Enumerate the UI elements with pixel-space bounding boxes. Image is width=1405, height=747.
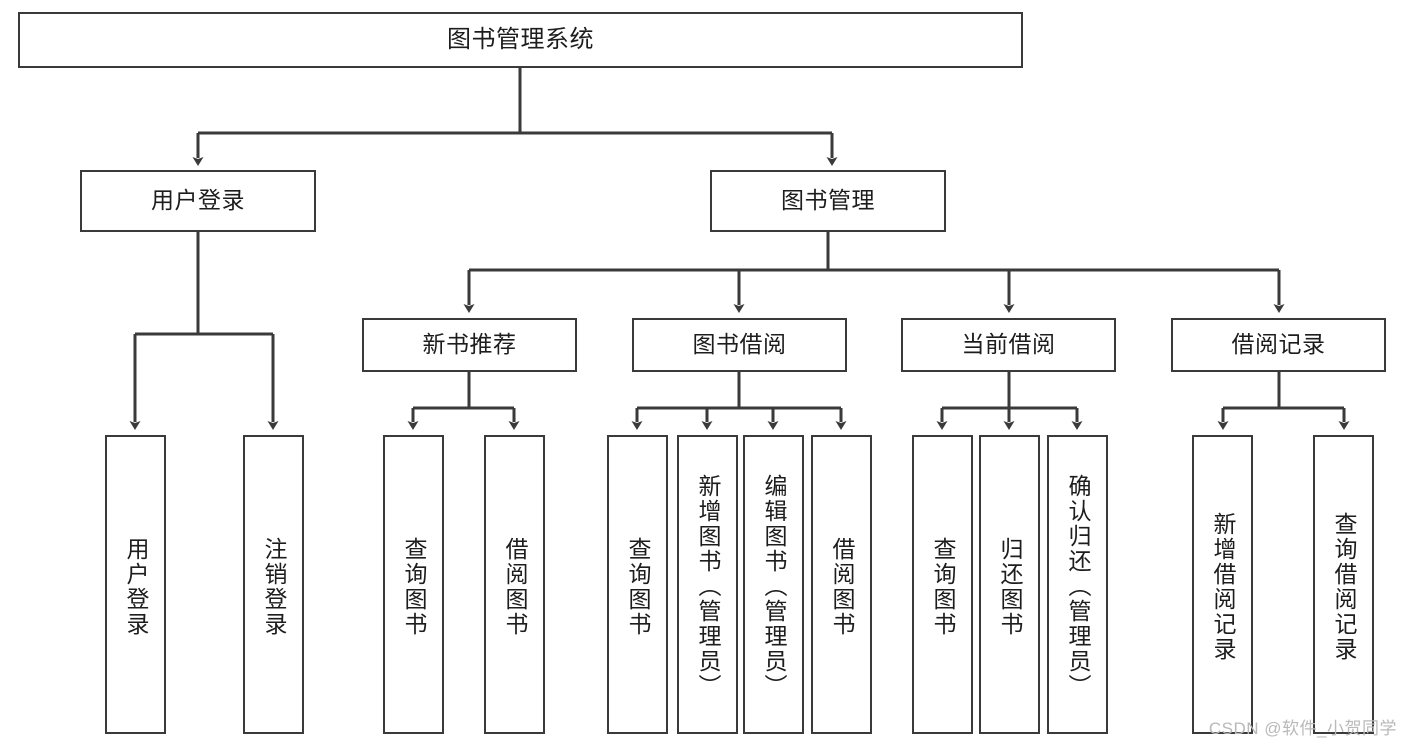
leaf-borrow-add-book-admin[interactable]: 新增图书（管理员） (677, 435, 738, 734)
node-label: 图书管理系统 (447, 25, 594, 53)
node-current-borrow[interactable]: 当前借阅 (901, 318, 1116, 372)
leaf-current-confirm-return-admin[interactable]: 确认归还（管理员） (1047, 435, 1108, 734)
node-label: 查询图书 (625, 536, 651, 637)
watermark-text: CSDN @软件_小贺同学 (1208, 719, 1397, 738)
node-label: 注销登录 (261, 536, 287, 637)
node-label: 借阅图书 (829, 536, 855, 637)
node-label: 图书借阅 (692, 331, 787, 358)
node-user-login[interactable]: 用户登录 (80, 170, 316, 232)
node-label: 用户登录 (123, 536, 149, 637)
node-label: 查询借阅记录 (1331, 511, 1357, 662)
leaf-borrow-query-book[interactable]: 查询图书 (607, 435, 668, 734)
leaf-user-login-login[interactable]: 用户登录 (105, 435, 166, 734)
leaf-current-return-book[interactable]: 归还图书 (979, 435, 1040, 734)
node-new-book-recommend[interactable]: 新书推荐 (362, 318, 577, 372)
leaf-recommend-query-book[interactable]: 查询图书 (383, 435, 444, 734)
leaf-record-add-record[interactable]: 新增借阅记录 (1192, 435, 1253, 734)
leaf-current-query-book[interactable]: 查询图书 (912, 435, 973, 734)
node-label: 借阅记录 (1231, 331, 1326, 358)
leaf-borrow-borrow-book[interactable]: 借阅图书 (811, 435, 872, 734)
node-label: 确认归还（管理员） (1065, 474, 1091, 699)
node-label: 归还图书 (997, 536, 1023, 637)
node-label: 新增图书（管理员） (695, 474, 721, 699)
leaf-borrow-edit-book-admin[interactable]: 编辑图书（管理员） (743, 435, 804, 734)
node-label: 用户登录 (151, 187, 245, 214)
node-label: 编辑图书（管理员） (761, 474, 787, 699)
node-book-borrow[interactable]: 图书借阅 (632, 318, 847, 372)
node-label: 新增借阅记录 (1210, 511, 1236, 662)
node-root-system[interactable]: 图书管理系统 (18, 12, 1023, 68)
node-label: 当前借阅 (961, 331, 1056, 358)
node-label: 查询图书 (401, 536, 427, 637)
node-label: 图书管理 (781, 187, 875, 214)
node-label: 借阅图书 (502, 536, 528, 637)
leaf-recommend-borrow-book[interactable]: 借阅图书 (484, 435, 545, 734)
leaf-user-login-logout[interactable]: 注销登录 (243, 435, 304, 734)
node-label: 新书推荐 (422, 331, 517, 358)
leaf-record-query-record[interactable]: 查询借阅记录 (1313, 435, 1374, 734)
node-label: 查询图书 (930, 536, 956, 637)
node-book-management[interactable]: 图书管理 (710, 170, 946, 232)
node-borrow-record[interactable]: 借阅记录 (1171, 318, 1386, 372)
